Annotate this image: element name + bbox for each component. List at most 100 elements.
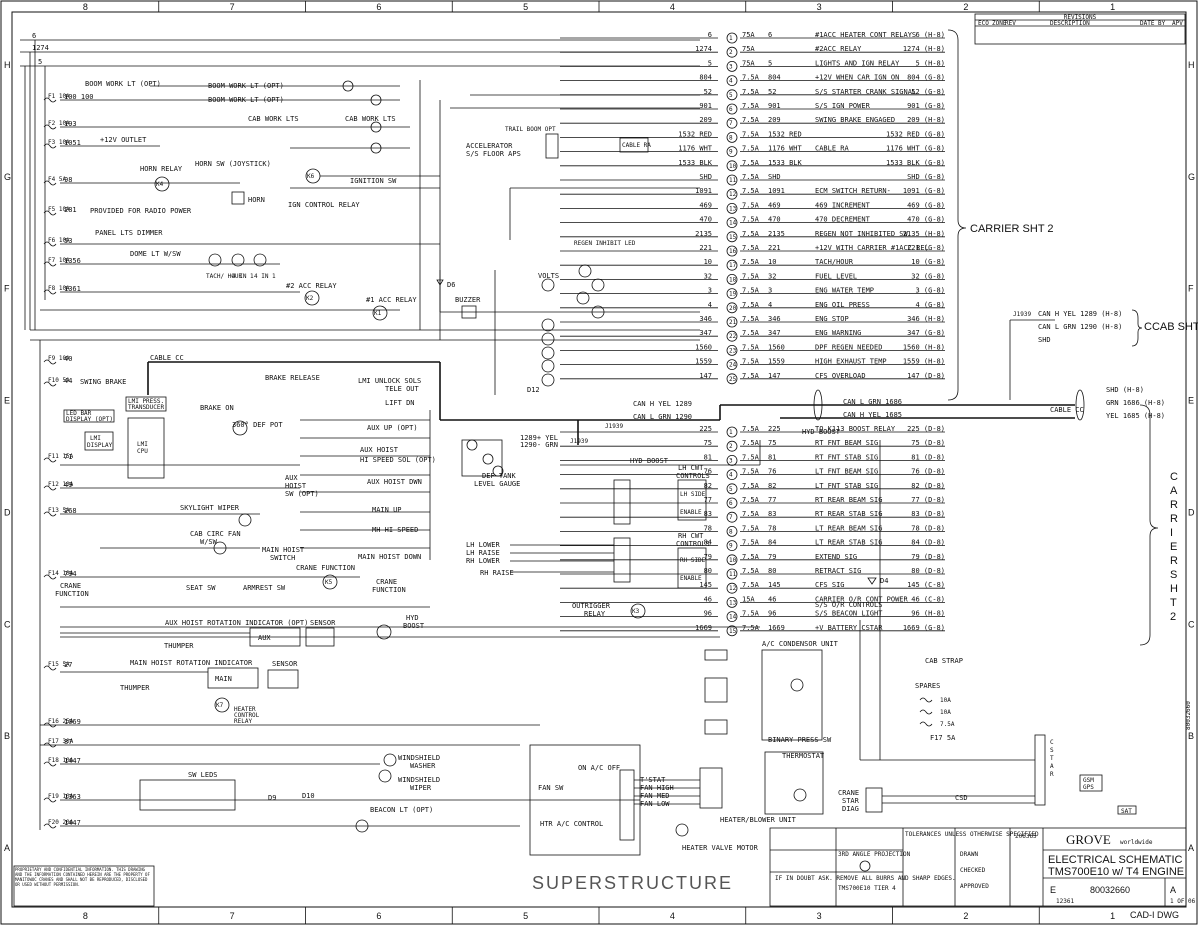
bottom-circuit-pin: 12: [729, 585, 737, 592]
rev-header-description: DESCRIPTION: [1050, 20, 1090, 27]
top-circuit-fuse: 75A: [742, 45, 755, 53]
fuse-id: F5 10A: [48, 206, 70, 213]
label-thumper-1: THUMPER: [164, 642, 194, 650]
drawing-sheet: 1 OF 06: [1170, 898, 1196, 905]
top-circuit-label: TACH/HOUR: [815, 258, 854, 266]
bottom-circuit-fuse: 7.5A: [742, 439, 760, 447]
label-csd: CSD: [955, 794, 968, 802]
label-aux-hoist-2: HI SPEED SOL (OPT): [360, 456, 436, 464]
top-circuit-fuse: 7.5A: [742, 287, 760, 295]
label-k3: K3: [632, 608, 640, 615]
top-circuit-ref: 347 (G-8): [907, 329, 945, 337]
top-circuit-fuse: 7.5A: [742, 145, 760, 153]
bottom-circuit-fuse: 7.5A: [742, 567, 760, 575]
carrier-sht2-brace: CARRIER SHT 2: [947, 29, 1054, 401]
fuse-id: F4 5A: [48, 176, 66, 183]
bottom-circuit-fuse: 15A: [742, 595, 755, 603]
approved-label: APPROVED: [960, 883, 989, 890]
bottom-circuit-num: 84: [768, 539, 776, 547]
fuse-id: F1 10A: [48, 93, 70, 100]
bottom-circuit-label: RETRACT SIG: [815, 567, 861, 575]
label-enable-1: ENABLE: [680, 509, 702, 516]
label-c-star-3: T: [1050, 755, 1054, 762]
side-drawing-number: 80032660: [1185, 701, 1192, 730]
label-skylight: SKYLIGHT WIPER: [180, 504, 240, 512]
zone-bottom-7: 7: [230, 911, 235, 921]
top-circuit-pin: 4: [729, 78, 733, 85]
label-ss-or-controls: S/S O/R CONTROLS: [815, 601, 882, 609]
label-lmi-press: LMI PRESS.: [128, 398, 164, 405]
label-k7: K7: [216, 702, 224, 709]
shd-h8: SHD (H-8): [1106, 386, 1144, 394]
label-hyd-1: HYD: [406, 614, 419, 622]
drawing-cage: 12361: [1056, 898, 1074, 905]
spare-amp: 10A: [940, 709, 951, 716]
label-sensor-2: SENSOR: [272, 660, 298, 668]
label-aux-hoist-sw-2: HOIST: [285, 482, 307, 490]
zone-bottom-6: 6: [376, 911, 381, 921]
label-sw-leds: SW LEDS: [188, 771, 218, 779]
top-circuit-pin: 11: [729, 177, 737, 184]
top-circuit-fuse: 7.5A: [742, 187, 760, 195]
svg-text:K6: K6: [307, 173, 315, 180]
cable-cc-right: CABLE CC: [1050, 406, 1084, 414]
label-d4: D4: [880, 577, 888, 585]
ccab-can-l: CAN L GRN 1290 (H-8): [1038, 323, 1122, 331]
label-fan-sw: FAN SW: [538, 784, 564, 792]
label-lmi-cpu-1: LMI: [137, 441, 148, 448]
bottom-circuit-num: 78: [768, 524, 776, 532]
bottom-circuit-label: RT FNT BEAM SIG: [815, 439, 878, 447]
top-circuit-pin: 24: [729, 362, 737, 369]
top-circuit-wire: 1532 RED: [678, 130, 712, 138]
fuse-id: F9 10A: [48, 355, 70, 362]
label-f17-5a: F17 5A: [930, 734, 956, 742]
fuse-id: F7 10A: [48, 257, 70, 264]
fuse-id: F8 10A: [48, 285, 70, 292]
fuse-wire: 98: [64, 176, 72, 184]
bottom-circuit-num: 225: [768, 425, 781, 433]
top-circuit-num: 5: [768, 59, 772, 67]
zone-right-D: D: [1188, 507, 1195, 517]
zone-top-4: 4: [670, 2, 675, 12]
fuse-id: F18 10A: [48, 757, 74, 764]
fuse-wire: 40: [64, 355, 72, 363]
top-circuit-wire: 147: [699, 372, 712, 380]
bottom-circuit-num: 46: [768, 595, 776, 603]
label-crane-function-1: CRANE FUNCTION: [296, 564, 355, 572]
top-circuit-label: ENG WATER TEMP: [815, 287, 874, 295]
zone-top-3: 3: [817, 2, 822, 12]
fuse-id: F11 15A: [48, 453, 74, 460]
fuse-wire: 794: [64, 570, 77, 578]
bottom-circuit-pin: 10: [729, 557, 737, 564]
label-crane-function-2b: FUNCTION: [372, 586, 406, 594]
top-circuit-label: CFS OVERLOAD: [815, 372, 866, 380]
bottom-circuit-num: 75: [768, 439, 776, 447]
top-circuit-fuse: 7.5A: [742, 358, 760, 366]
fuse-id: F20 20A: [48, 819, 74, 826]
svg-text:K5: K5: [325, 579, 333, 586]
label-dome-lt: DOME LT W/SW: [130, 250, 181, 258]
top-circuit-ref: 2135 (H-8): [903, 230, 945, 238]
bottom-circuit-wire: 78: [704, 524, 712, 532]
zone-bottom-8: 8: [83, 911, 88, 921]
bottom-circuit-num: 80: [768, 567, 776, 575]
bus-1274: 1274: [32, 44, 49, 52]
top-circuit-fuse: 7.5A: [742, 173, 760, 181]
fuse-id: F15 5A: [48, 661, 70, 668]
top-circuit-wire: 346: [699, 315, 712, 323]
